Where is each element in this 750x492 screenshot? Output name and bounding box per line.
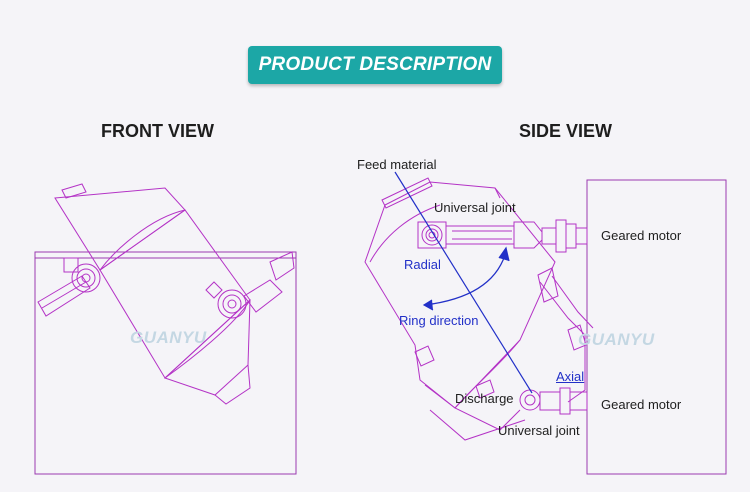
label-geared-motor-top: Geared motor: [601, 228, 682, 243]
label-universal-joint-top: Universal joint: [434, 200, 516, 215]
side-view-title: SIDE VIEW: [519, 121, 613, 141]
front-view-title: FRONT VIEW: [101, 121, 214, 141]
product-description-banner: PRODUCT DESCRIPTION: [248, 46, 502, 84]
watermark-side: GUANYU: [578, 330, 655, 349]
front-left-shaft: [37, 275, 91, 317]
front-view-drawing: [34, 183, 297, 475]
watermark-front: GUANYU: [130, 328, 207, 347]
label-geared-motor-bottom: Geared motor: [601, 397, 682, 412]
side-motor-frame: [586, 179, 727, 475]
front-frame: [34, 251, 297, 475]
ring-direction-arc: [424, 254, 506, 306]
label-universal-joint-bottom: Universal joint: [498, 423, 580, 438]
label-ring-direction: Ring direction: [399, 313, 479, 328]
label-radial: Radial: [404, 257, 441, 272]
side-bottom-joint: [519, 389, 541, 411]
front-body: [99, 209, 251, 379]
side-top-joint: [421, 224, 443, 246]
label-feed-material: Feed material: [357, 157, 437, 172]
side-vessel: [364, 181, 556, 409]
side-view-arrows: [394, 171, 533, 394]
label-discharge: Discharge: [455, 391, 514, 406]
side-top-shaft: [445, 225, 515, 245]
side-lower-cone: [424, 384, 521, 431]
front-right-shaft: [243, 279, 283, 313]
axis-line: [394, 171, 533, 394]
side-support-arm: [539, 281, 586, 403]
label-axial: Axial: [556, 369, 585, 384]
